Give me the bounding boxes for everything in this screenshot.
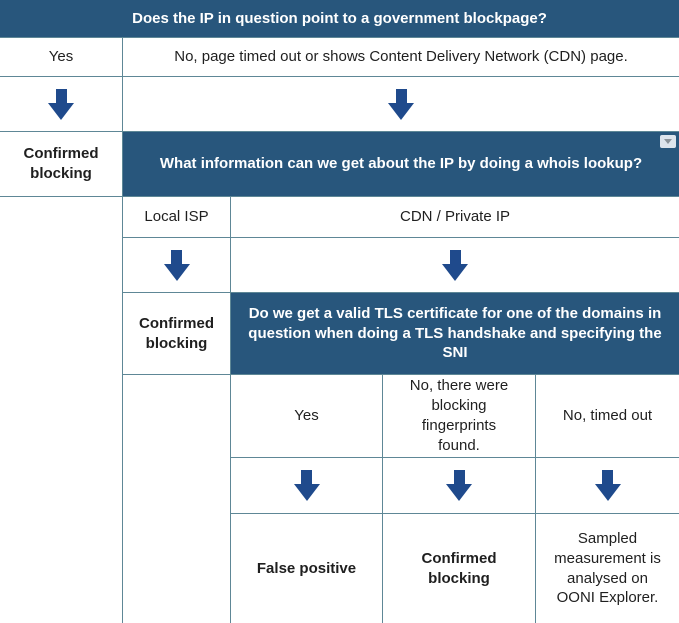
arrow-cell — [230, 237, 679, 292]
down-arrow-icon — [388, 88, 414, 120]
arrow-cell — [382, 457, 535, 513]
answer-tls-fingerprints: No, there were blocking fingerprints fou… — [382, 374, 535, 457]
empty-cell — [122, 374, 230, 623]
down-arrow-icon — [594, 470, 621, 501]
result-confirmed-blocking-3: Confirmed blocking — [382, 513, 535, 623]
down-arrow-icon — [48, 88, 74, 120]
answer-tls-timeout: No, timed out — [535, 374, 679, 457]
result-confirmed-blocking-2: Confirmed blocking — [122, 292, 230, 374]
arrow-cell — [122, 76, 679, 131]
arrow-cell — [535, 457, 679, 513]
answer-local-isp: Local ISP — [122, 196, 230, 237]
result-confirmed-blocking-1: Confirmed blocking — [0, 131, 122, 196]
question-whois-header: What information can we get about the IP… — [122, 131, 679, 196]
down-arrow-icon — [442, 249, 468, 281]
arrow-cell — [122, 237, 230, 292]
down-arrow-icon — [446, 470, 472, 501]
arrow-cell — [0, 76, 122, 131]
question-whois-text: What information can we get about the IP… — [159, 155, 643, 173]
question-tls-header: Do we get a valid TLS certificate for on… — [230, 292, 679, 374]
empty-cell — [0, 196, 122, 623]
down-arrow-icon — [293, 470, 320, 501]
answer-tls-valid: Yes — [230, 374, 382, 457]
result-false-positive: False positive — [230, 513, 382, 623]
arrow-cell — [230, 457, 382, 513]
answer-cdn-private-ip: CDN / Private IP — [230, 196, 679, 237]
answer-no-cdn: No, page timed out or shows Content Deli… — [122, 37, 679, 76]
down-arrow-icon — [163, 249, 190, 281]
dropdown-icon[interactable] — [660, 135, 676, 148]
answer-yes: Yes — [0, 37, 122, 76]
result-sampled-measurement: Sampled measurement is analysed on OONI … — [535, 513, 679, 623]
question-blockpage-header: Does the IP in question point to a gover… — [0, 0, 679, 37]
